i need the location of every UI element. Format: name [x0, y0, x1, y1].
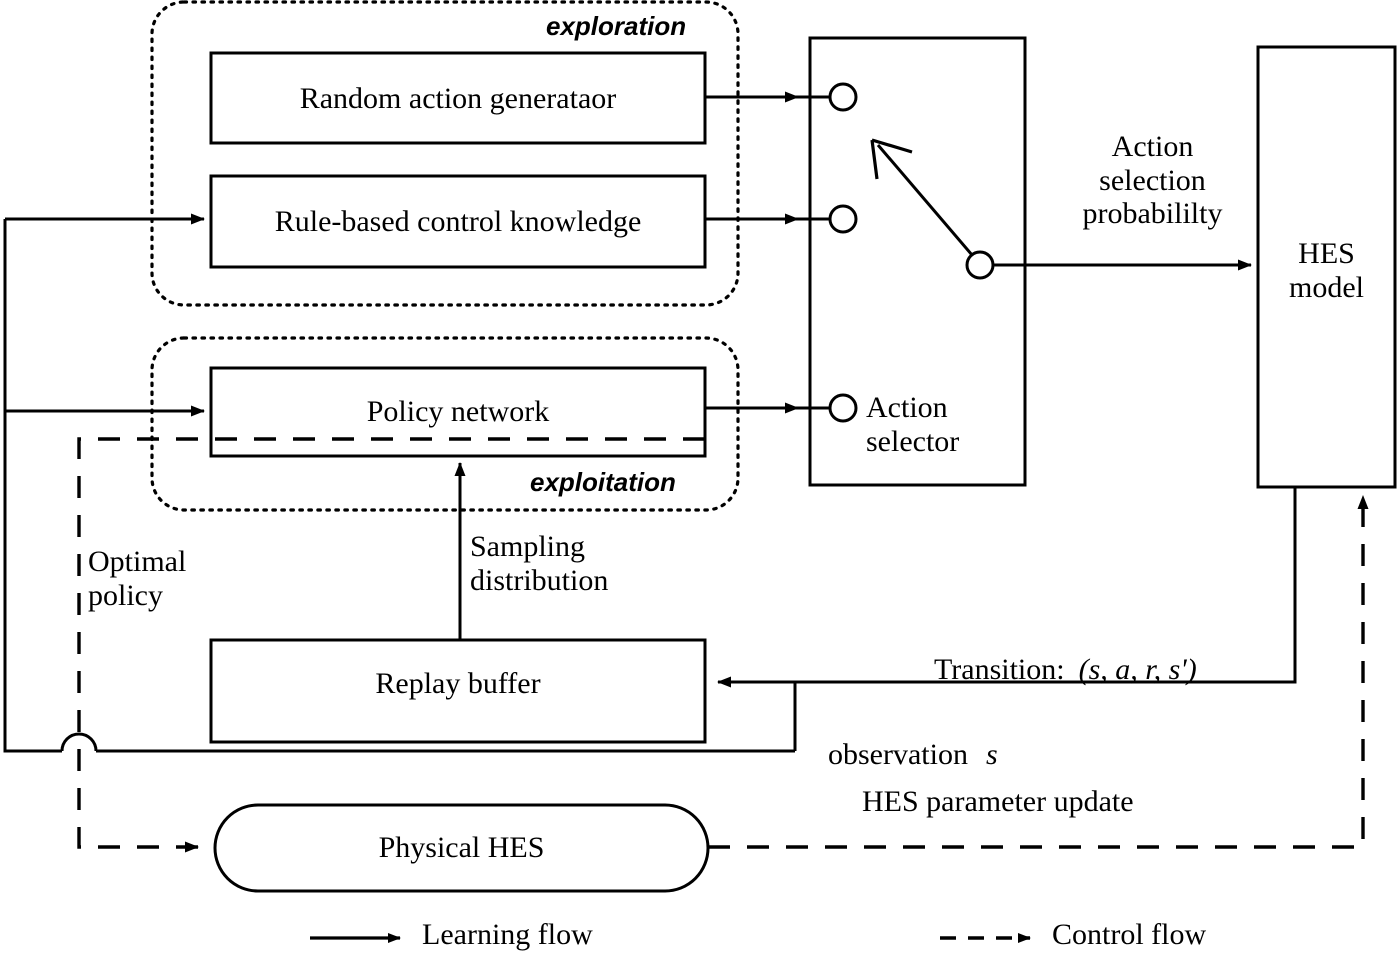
group-exploration-outline — [150, 0, 740, 307]
box-label-random-action-generator: Random action generataor — [299, 82, 617, 115]
box-label-action-selector: Action selector — [866, 391, 960, 458]
edge-label-action-selection-probability: Action selection probabililty — [1082, 130, 1223, 231]
switch-lever-arm[interactable] — [876, 144, 980, 263]
edge-label-transition: Transition: (s, a, r, s') — [918, 635, 1197, 704]
edge-label-sampling-distribution: Sampling distribution — [470, 530, 609, 597]
group-label-exploitation: exploitation — [530, 467, 676, 497]
box-label-policy-network: Policy network — [366, 395, 550, 428]
box-rule-based-control[interactable] — [209, 174, 707, 269]
selector-port-random[interactable] — [828, 82, 858, 112]
box-policy-network[interactable] — [209, 366, 707, 458]
box-hes-model[interactable] — [1256, 45, 1397, 489]
box-replay-buffer[interactable] — [209, 638, 707, 744]
group-exploitation-outline — [150, 336, 740, 512]
box-label-physical-hes: Physical HES — [378, 831, 545, 864]
observation-math: s — [985, 737, 998, 771]
box-random-action-generator[interactable] — [209, 51, 707, 145]
selector-port-rule[interactable] — [828, 204, 858, 234]
line-hop-crossing — [60, 732, 98, 752]
box-label-replay-buffer: Replay buffer — [375, 667, 541, 700]
transition-prefix: Transition: — [934, 652, 1065, 686]
legend-label-control-flow: Control flow — [1052, 918, 1207, 951]
selector-port-policy[interactable] — [828, 393, 858, 423]
edge-hes-model-to-replay-buffer — [717, 487, 1297, 688]
legend-label-learning-flow: Learning flow — [422, 918, 593, 951]
box-label-rule-based-control: Rule-based control knowledge — [274, 205, 642, 238]
selector-pivot[interactable] — [965, 250, 995, 280]
edge-label-hes-parameter-update: HES parameter update — [862, 785, 1134, 818]
edge-optimal-policy — [77, 437, 705, 853]
observation-prefix: observation — [828, 737, 968, 771]
edge-label-observation: observation s — [812, 720, 998, 789]
edge-observation-to-left-rail — [3, 219, 62, 753]
group-label-exploration: exploration — [546, 11, 687, 41]
transition-math: (s, a, r, s') — [1078, 652, 1197, 686]
switch-lever-arrowhead — [870, 138, 913, 180]
box-label-hes-model: HES model — [1289, 237, 1364, 304]
edge-label-optimal-policy: Optimal policy — [88, 545, 187, 612]
